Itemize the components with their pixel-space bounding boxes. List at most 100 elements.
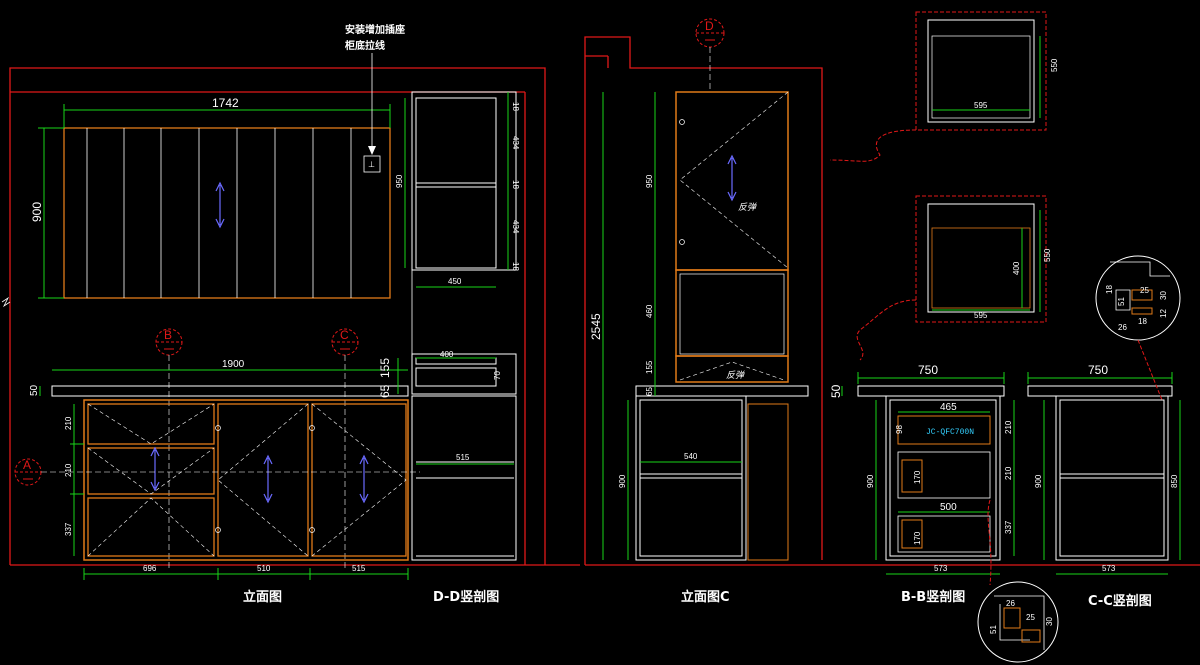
dim-510-label: 510 (257, 564, 271, 573)
model-label: JC-QFC700N (926, 428, 974, 437)
det2-30-label: 30 (1045, 617, 1054, 626)
marker-b: B (155, 328, 183, 570)
dim-70-label: 70 (493, 371, 502, 380)
section-dd-view: 950 18 434 18 434 18 450 400 70 65 155 5… (378, 91, 520, 605)
dim-1900: 1900 (52, 359, 408, 371)
det-25-label: 25 (1140, 286, 1149, 295)
det2-25-label: 25 (1026, 613, 1035, 622)
circle-detail-top: 18 51 25 30 12 26 18 (1095, 255, 1181, 401)
note-line-2: 柜底拉线 (344, 39, 385, 52)
section-bb-view: 750 50 JC-QFC700N 465 98 170 500 170 900… (829, 363, 1015, 605)
wall-panel (63, 127, 391, 299)
knob-icon (215, 527, 221, 533)
elevation-view: 1742 900 安装增加插座 柜底拉线 ⊥ B (1, 23, 580, 605)
dim-50-label: 50 (29, 384, 40, 396)
base-cabinet-c (635, 395, 789, 561)
wall-outline (1, 67, 580, 566)
det-12-label: 12 (1159, 309, 1168, 318)
title-elevation-c: 立面图C (681, 589, 730, 605)
elevation-c-view: D 反弹 反弹 2545 (584, 18, 1200, 605)
dim-337-label: 337 (64, 522, 73, 536)
dim-65-label: 65 (378, 384, 392, 398)
grain-arrow-icon (150, 446, 160, 492)
knob-icon (679, 239, 685, 245)
dim-drawer-heights: 210 210 337 (64, 404, 84, 556)
c-dims: 2545 950 460 155 65 900 540 (589, 92, 742, 560)
dim-450-label: 450 (448, 277, 462, 286)
marker-a-label: A (23, 458, 31, 472)
dim-18b-label: 18 (511, 180, 520, 189)
dim-595b-label: 595 (974, 311, 988, 320)
grain-arrow-icon (727, 154, 737, 202)
dim-900-left: 900 (30, 127, 64, 299)
grain-arrow-icon (359, 454, 369, 504)
knob-icon (309, 425, 315, 431)
dim-900cc-label: 900 (1034, 474, 1043, 488)
dim-515-label: 515 (352, 564, 366, 573)
circle-detail-bottom: 26 25 51 30 (977, 499, 1059, 663)
dim-1900-label: 1900 (222, 359, 245, 370)
dim-573b-label: 573 (1102, 564, 1116, 573)
dim-900-label: 900 (30, 202, 44, 222)
dim-400-label: 400 (440, 350, 454, 359)
detail-box-top: 595 550 (915, 11, 1059, 131)
fanda-label-2: 反弹 (726, 370, 745, 381)
det-18b-label: 18 (1138, 317, 1147, 326)
section-cc-view: 750 900 850 573 C-C竖剖图 (1027, 363, 1181, 609)
dim-337b-label: 337 (1004, 520, 1013, 534)
socket-note: 安装增加插座 柜底拉线 ⊥ (344, 23, 405, 173)
dim-170a-label: 170 (913, 470, 922, 484)
dim-400b-label: 400 (1012, 261, 1021, 275)
dim-210d-label: 210 (1004, 466, 1013, 480)
marker-d: D (695, 18, 725, 90)
title-section-bb: B-B竖剖图 (901, 589, 965, 605)
det-51-label: 51 (1117, 297, 1126, 306)
base-cabinet (83, 399, 409, 561)
dim-950-c-label: 950 (645, 174, 654, 188)
dim-155-label: 155 (378, 358, 392, 378)
dim-434b-label: 434 (511, 220, 520, 234)
countertop (51, 385, 409, 397)
dim-bottom-widths: 696 510 515 (83, 564, 409, 580)
dim-210c-label: 210 (1004, 420, 1013, 434)
dim-2545-label: 2545 (589, 313, 603, 340)
dim-900b-label: 900 (866, 474, 875, 488)
dim-210a-label: 210 (64, 416, 73, 430)
marker-c-label: C (340, 328, 349, 342)
det2-26-label: 26 (1006, 599, 1015, 608)
dim-696-label: 696 (143, 564, 157, 573)
dim-1742: 1742 (63, 96, 391, 128)
dim-540-label: 540 (684, 452, 698, 461)
dim-155-c-label: 155 (645, 360, 654, 374)
dim-18a-label: 18 (511, 102, 520, 111)
det-18-label: 18 (1105, 285, 1114, 294)
dim-434a-label: 434 (511, 136, 520, 150)
dim-50: 50 (29, 384, 41, 396)
title-elevation: 立面图 (243, 589, 282, 605)
dim-900-c-label: 900 (618, 474, 627, 488)
knob-icon (309, 527, 315, 533)
det2-51-label: 51 (989, 625, 998, 634)
dd-dims: 950 18 434 18 434 18 450 400 70 65 155 5… (378, 92, 520, 465)
dim-465-label: 465 (940, 402, 957, 413)
dim-550a-label: 550 (1050, 58, 1059, 72)
dim-950-dd-label: 950 (395, 174, 404, 188)
dim-515-dd-label: 515 (456, 453, 470, 462)
dim-750a-label: 750 (918, 363, 938, 377)
title-section-dd: D-D竖剖图 (433, 589, 499, 605)
dim-595a-label: 595 (974, 101, 988, 110)
knob-icon (215, 425, 221, 431)
marker-d-label: D (705, 19, 714, 33)
fanda-label-1: 反弹 (738, 202, 757, 213)
dim-850-label: 850 (1170, 474, 1179, 488)
dim-50b-label: 50 (829, 384, 843, 398)
upper-cabinet-c: 反弹 反弹 (675, 91, 789, 383)
dim-1742-label: 1742 (212, 96, 239, 110)
dim-65-c-label: 65 (645, 387, 654, 396)
dim-550b-label: 550 (1043, 248, 1052, 262)
socket-icon (363, 155, 381, 173)
dim-500-label: 500 (940, 502, 957, 513)
dim-750b-label: 750 (1088, 363, 1108, 377)
svg-text:⊥: ⊥ (368, 160, 375, 169)
